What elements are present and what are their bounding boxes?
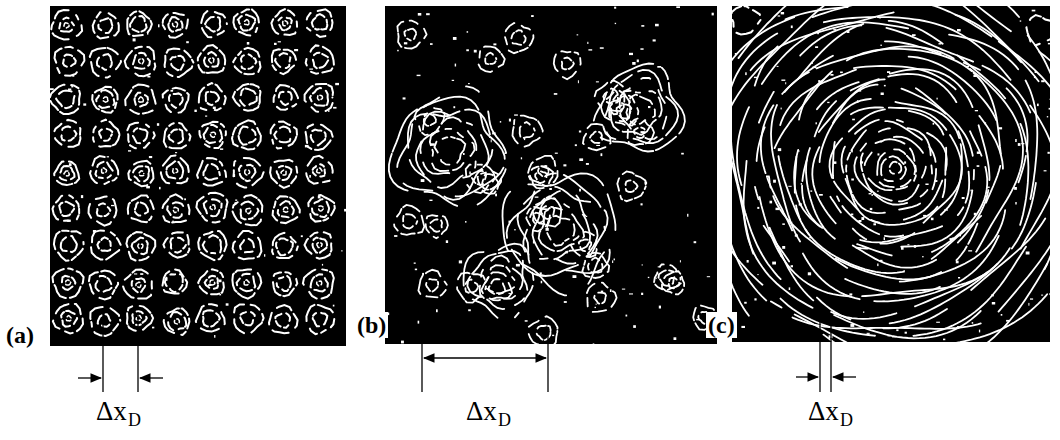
dimension-symbol: Δx bbox=[466, 398, 497, 425]
panel-label: (b) bbox=[355, 312, 388, 338]
dimension-b bbox=[422, 330, 548, 392]
panel-a-ground bbox=[50, 6, 346, 346]
dimension-a bbox=[78, 312, 163, 392]
panel-c-ground bbox=[732, 6, 1050, 342]
dimension-c bbox=[796, 322, 856, 392]
panel-b-ground bbox=[385, 6, 717, 344]
vortex-array bbox=[50, 9, 346, 338]
panel-label: (a) bbox=[4, 322, 36, 348]
dimension-subscript: D bbox=[128, 411, 141, 429]
panel-label: (c) bbox=[706, 312, 737, 338]
dimension-subscript: D bbox=[498, 411, 511, 429]
dimension-symbol: Δx bbox=[808, 398, 839, 425]
dimension-subscript: D bbox=[840, 411, 853, 429]
merging-vortices bbox=[387, 6, 717, 344]
single-large-vortex bbox=[732, 6, 1050, 342]
dimension-symbol: Δx bbox=[96, 398, 127, 425]
